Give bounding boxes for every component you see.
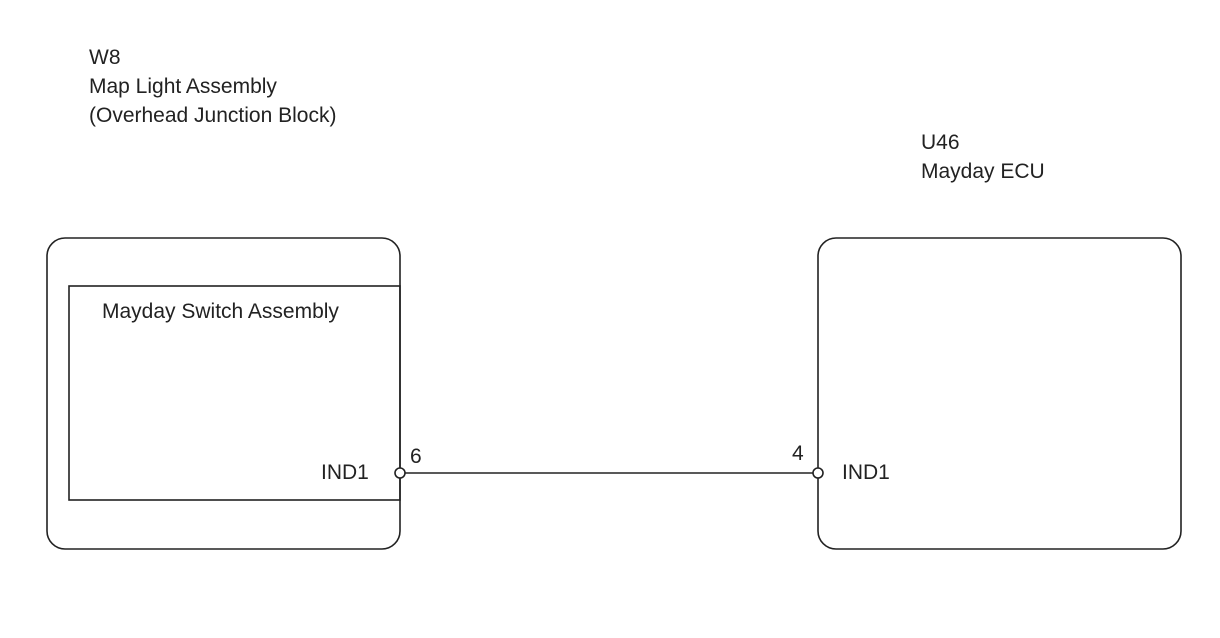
inner-assembly-name: Mayday Switch Assembly <box>102 300 339 323</box>
map-light-assembly-box <box>46 237 401 550</box>
right-component-name: Mayday ECU <box>921 160 1045 183</box>
right-terminal-connector <box>812 467 824 479</box>
right-pin-number: 4 <box>792 442 804 465</box>
left-terminal-label: IND1 <box>321 461 369 484</box>
left-terminal-connector <box>394 467 406 479</box>
right-component-code: U46 <box>921 131 960 154</box>
left-component-code: W8 <box>89 46 121 69</box>
right-terminal-label: IND1 <box>842 461 890 484</box>
left-pin-number: 6 <box>410 445 422 468</box>
mayday-switch-assembly-box <box>68 285 401 501</box>
mayday-ecu-box <box>817 237 1182 550</box>
left-component-name: Map Light Assembly <box>89 75 277 98</box>
left-component-sub: (Overhead Junction Block) <box>89 104 337 127</box>
